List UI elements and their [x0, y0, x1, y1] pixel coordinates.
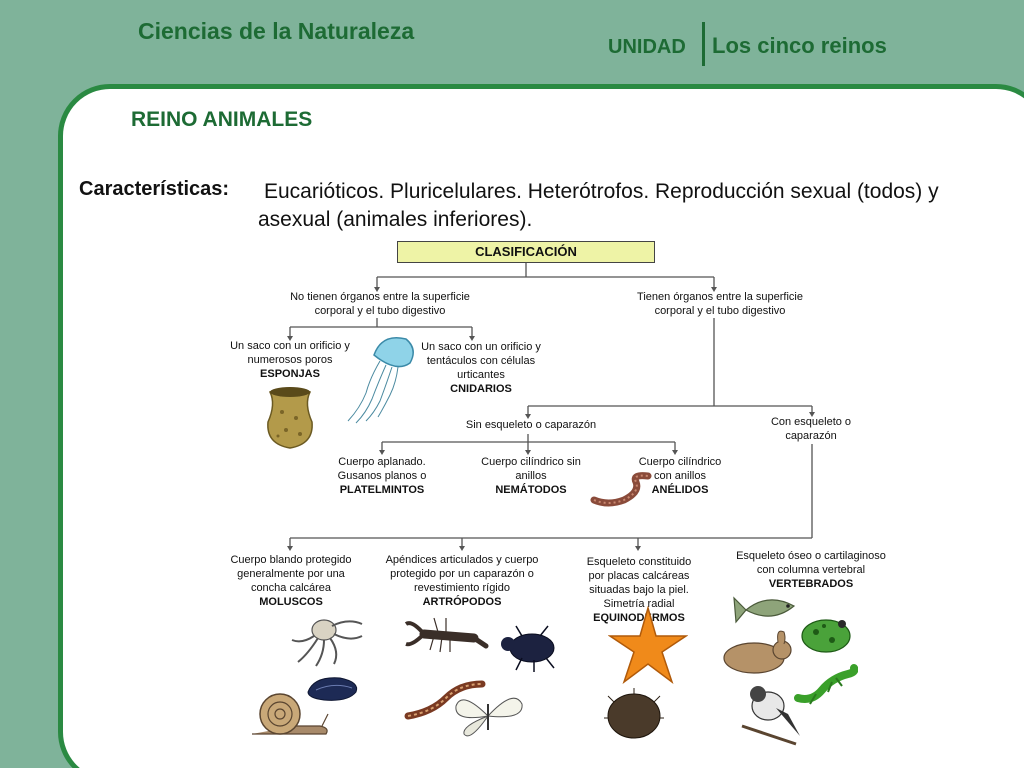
node-no-skeleton: Sin esqueleto o caparazón	[456, 418, 606, 432]
node-nematodes: Cuerpo cilíndrico sin anillos NEMÁTODOS	[481, 455, 581, 497]
echinoderms-desc: Esqueleto constituido por placas calcáre…	[587, 556, 692, 610]
node-with-skeleton: Con esqueleto o caparazón	[768, 415, 854, 443]
octopus-illustration	[284, 612, 368, 668]
node-mollusks: Cuerpo blando protegido generalmente por…	[224, 553, 358, 609]
cnidarians-name: CNIDARIOS	[414, 382, 548, 396]
mussel-illustration	[304, 674, 362, 704]
node-flatworms: Cuerpo aplanado. Gusanos planos o PLATEL…	[327, 455, 437, 497]
starfish-illustration	[608, 606, 688, 684]
jellyfish-illustration	[340, 333, 418, 425]
vertebrates-desc: Esqueleto óseo o cartilaginoso con colum…	[736, 550, 886, 576]
arthropods-name: ARTRÓPODOS	[374, 595, 550, 609]
frog-illustration	[794, 610, 858, 658]
node-with-organs: Tienen órganos entre la superficie corpo…	[620, 290, 820, 318]
flatworms-name: PLATELMINTOS	[327, 483, 437, 497]
sponge-illustration	[262, 382, 318, 450]
vertebrates-name: VERTEBRADOS	[728, 577, 894, 591]
node-cnidarians: Un saco con un orificio y tentáculos con…	[414, 340, 548, 396]
node-vertebrates: Esqueleto óseo o cartilaginoso con colum…	[728, 549, 894, 591]
mollusks-name: MOLUSCOS	[224, 595, 358, 609]
crayfish-illustration	[404, 610, 490, 660]
node-no-organs: No tienen órganos entre la superficie co…	[280, 290, 480, 318]
nematodes-name: NEMÁTODOS	[481, 483, 581, 497]
earthworm-illustration	[588, 470, 658, 508]
sponges-desc: Un saco con un orificio y numerosos poro…	[230, 340, 350, 366]
sea-urchin-illustration	[604, 688, 664, 740]
nematodes-desc: Cuerpo cilíndrico sin anillos	[481, 456, 581, 482]
node-arthropods: Apéndices articulados y cuerpo protegido…	[374, 553, 550, 609]
mollusks-desc: Cuerpo blando protegido generalmente por…	[230, 554, 351, 594]
bird-illustration	[736, 678, 802, 746]
rabbit-illustration	[716, 628, 796, 676]
flatworms-desc: Cuerpo aplanado. Gusanos planos o	[338, 456, 427, 482]
arthropods-desc: Apéndices articulados y cuerpo protegido…	[386, 554, 539, 594]
classification-root: CLASIFICACIÓN	[397, 241, 655, 263]
butterfly-illustration	[452, 686, 526, 744]
cnidarians-desc: Un saco con un orificio y tentáculos con…	[421, 341, 541, 381]
beetle-illustration	[494, 622, 566, 672]
